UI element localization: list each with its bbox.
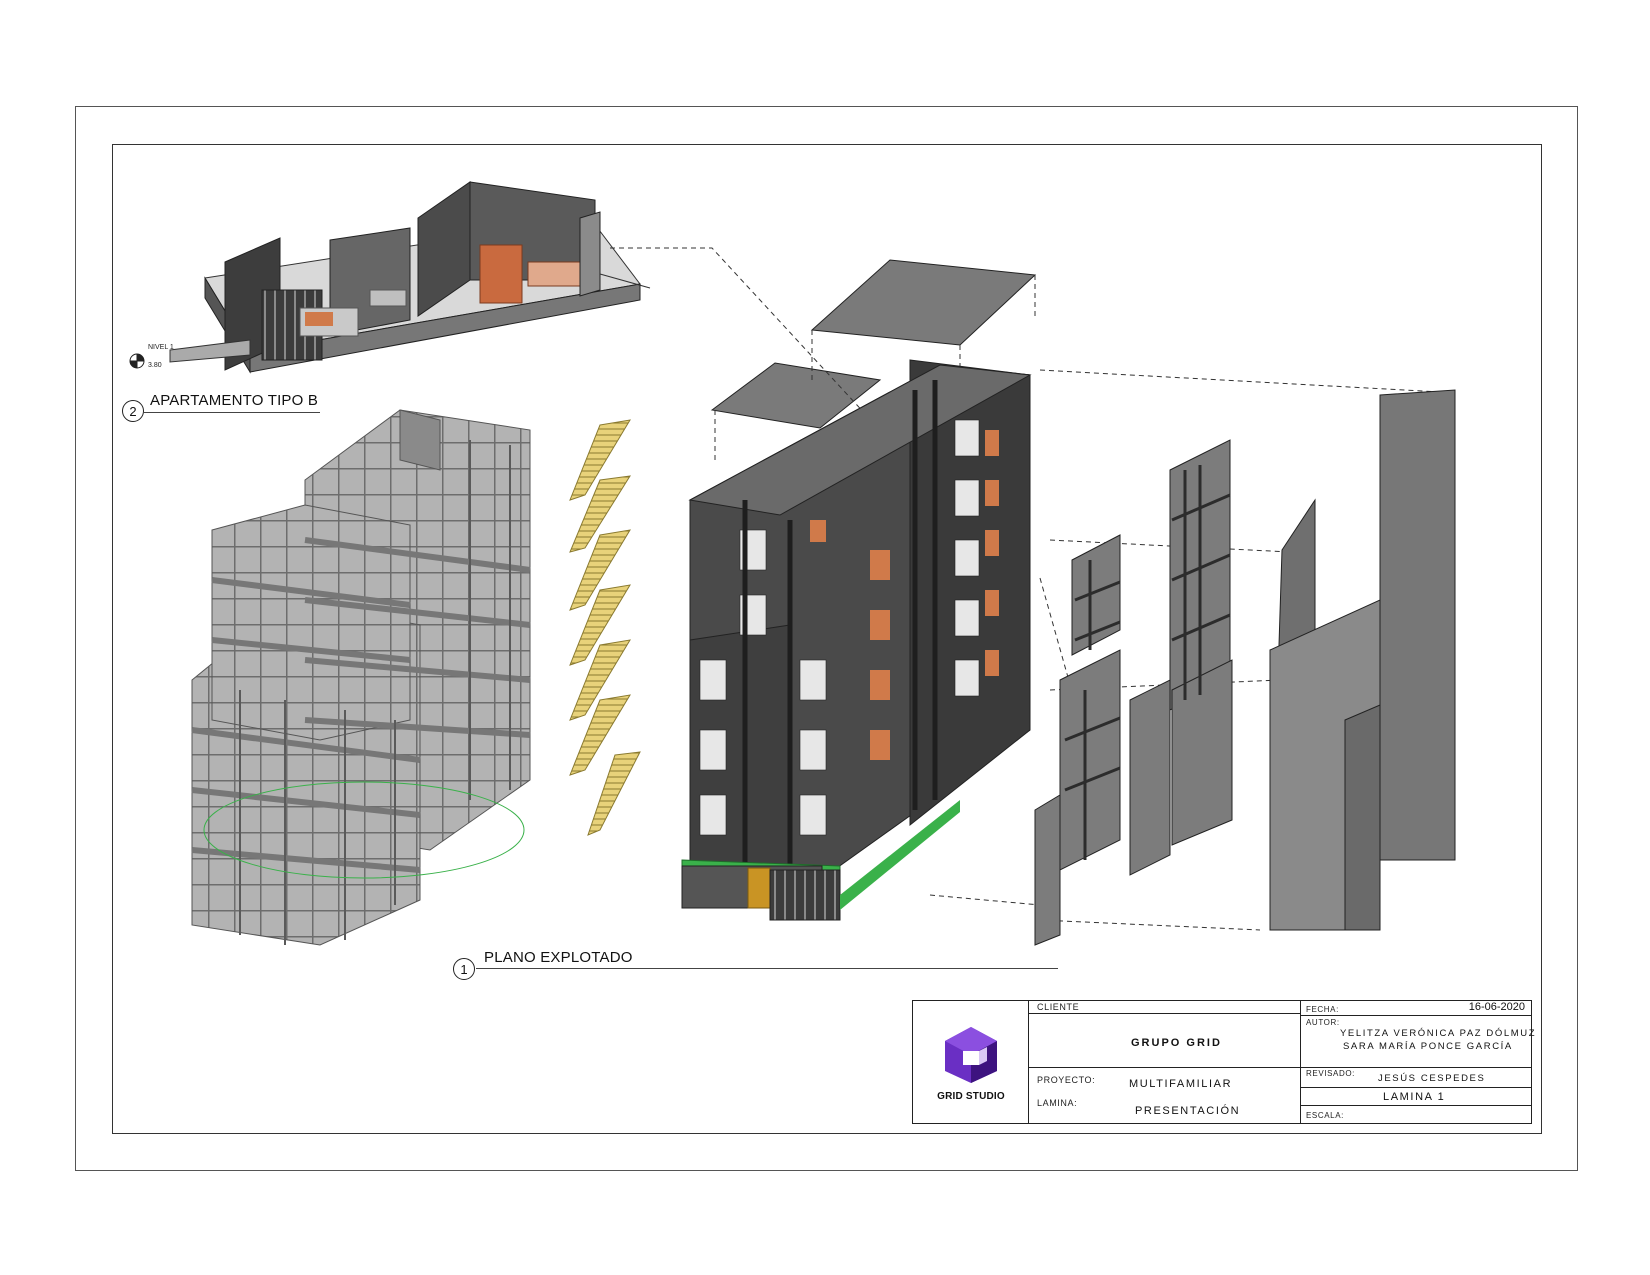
sheet-number: LAMINA 1 bbox=[1383, 1091, 1446, 1103]
reviewed-key: REVISADO: bbox=[1306, 1069, 1355, 1078]
level-tag: NIVEL 1 bbox=[148, 344, 174, 351]
view-title-apartment: APARTAMENTO TIPO B bbox=[150, 392, 319, 409]
view-title-underline bbox=[476, 968, 1058, 969]
date-value: 16-06-2020 bbox=[1468, 1001, 1525, 1013]
building-model bbox=[681, 359, 1032, 921]
client-key: CLIENTE bbox=[1037, 1002, 1080, 1012]
brand-name: GRID STUDIO bbox=[937, 1091, 1005, 1102]
view-number-2: 2 bbox=[122, 400, 144, 422]
title-block: GRID STUDIO CLIENTE GRUPO GRID PROYECTO:… bbox=[912, 1000, 1535, 1124]
facade-panel-set-a bbox=[1034, 439, 1233, 946]
roof-slab bbox=[810, 259, 1037, 346]
author-2: SARA MARÍA PONCE GARCÍA bbox=[1343, 1041, 1513, 1052]
sheet-key: LAMINA: bbox=[1037, 1098, 1078, 1108]
lower-roof-slab bbox=[710, 362, 882, 429]
client-value: GRUPO GRID bbox=[1131, 1037, 1222, 1049]
project-value: MULTIFAMILIAR bbox=[1129, 1078, 1233, 1090]
apartment-type-b-model bbox=[169, 181, 651, 374]
author-1: YELITZA VERÓNICA PAZ DÓLMUZ bbox=[1340, 1028, 1537, 1039]
staircase-model bbox=[569, 419, 641, 836]
sheet-value: PRESENTACIÓN bbox=[1135, 1105, 1241, 1117]
view-title-underline bbox=[144, 412, 320, 413]
scale-key: ESCALA: bbox=[1306, 1111, 1344, 1120]
facade-panel-set-b bbox=[1269, 389, 1456, 931]
author-key: AUTOR: bbox=[1306, 1018, 1340, 1027]
structural-frame-model bbox=[191, 409, 531, 946]
grid-studio-logo-icon bbox=[945, 1027, 997, 1083]
outer-sheet-border bbox=[75, 106, 1578, 1171]
date-key: FECHA: bbox=[1306, 1005, 1339, 1014]
project-key: PROYECTO: bbox=[1037, 1075, 1096, 1085]
view-number-1: 1 bbox=[453, 958, 475, 980]
view-title-exploded: PLANO EXPLOTADO bbox=[484, 949, 633, 966]
level-value: 3.80 bbox=[148, 362, 162, 369]
inner-drawing-border bbox=[112, 144, 1542, 1134]
reviewed-value: JESÚS CESPEDES bbox=[1378, 1073, 1486, 1084]
